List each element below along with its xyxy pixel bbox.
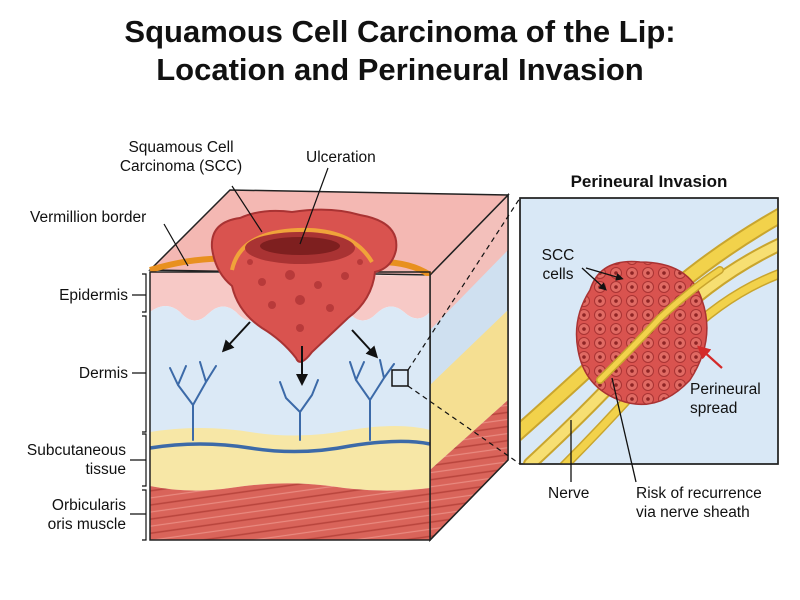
label-subcutaneous-line-2: tissue — [85, 461, 127, 478]
inset-panel — [519, 197, 779, 483]
inset-title: Perineural Invasion — [570, 172, 728, 191]
label-perineural-spread: Perineural spread — [690, 380, 761, 418]
page-title-line-1: Squamous Cell Carcinoma of the Lip: — [124, 14, 676, 49]
label-muscle: Orbicularis oris muscle — [0, 496, 126, 534]
page-title-line-2: Location and Perineural Invasion — [156, 52, 644, 87]
tumor-cell-nuclei — [247, 259, 363, 332]
label-scc-cells-line-2: cells — [542, 266, 574, 283]
label-subcutaneous-line-1: Subcutaneous — [26, 442, 126, 459]
tissue-block — [148, 189, 521, 542]
block-side-face — [429, 193, 509, 542]
label-epidermis: Epidermis — [59, 287, 128, 304]
invasion-arrows — [221, 321, 379, 386]
label-subcutaneous: Subcutaneous tissue — [0, 441, 126, 479]
label-vermillion-border: Vermillion border — [30, 209, 147, 226]
label-scc-line-2: Carcinoma (SCC) — [119, 158, 243, 175]
label-risk-recurrence: Risk of recurrence via nerve sheath — [636, 484, 762, 522]
tumor-mass — [210, 208, 398, 363]
label-scc: Squamous Cell Carcinoma (SCC) — [100, 138, 262, 176]
label-scc-cells-line-1: SCC — [541, 247, 575, 264]
label-muscle-line-2: oris muscle — [47, 516, 126, 533]
label-muscle-line-1: Orbicularis — [51, 497, 126, 514]
muscle-layer — [150, 483, 430, 540]
subcutaneous-layer — [150, 426, 430, 491]
label-ulceration: Ulceration — [306, 149, 376, 166]
leader-lines — [130, 167, 329, 541]
label-perineural-line-2: spread — [690, 400, 738, 417]
label-perineural-line-1: Perineural — [690, 381, 761, 398]
magnify-region — [391, 369, 409, 387]
label-dermis: Dermis — [78, 365, 128, 382]
nerve-branches — [169, 359, 395, 441]
label-risk-line-1: Risk of recurrence — [636, 485, 762, 502]
label-nerve: Nerve — [548, 485, 590, 502]
nerve-overlay — [596, 266, 724, 384]
inset-pointers — [570, 267, 637, 483]
perineural-arrow — [697, 345, 723, 369]
label-scc-cells: SCC cells — [530, 246, 586, 284]
blood-vessel — [149, 439, 431, 454]
label-risk-line-2: via nerve sheath — [636, 504, 750, 521]
label-scc-line-1: Squamous Cell — [128, 139, 234, 156]
